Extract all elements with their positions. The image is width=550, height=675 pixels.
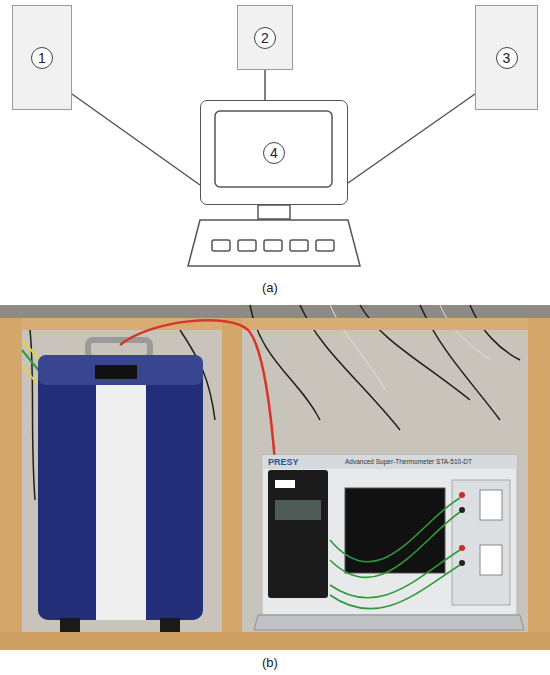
device-box: 3 xyxy=(475,5,538,110)
computer-monitor: 4 xyxy=(200,100,348,205)
connection-line xyxy=(72,94,200,185)
device-text: Advanced Super-Thermometer STA-510-DT xyxy=(345,458,472,465)
connection-line xyxy=(348,94,475,183)
device-box: 2 xyxy=(237,5,293,70)
callout-number: 2 xyxy=(254,27,276,49)
panel-label: (b) xyxy=(262,655,278,670)
connection-line xyxy=(264,70,266,100)
panel-label: (a) xyxy=(262,280,278,295)
screen-outline xyxy=(215,111,332,187)
equipment-photo xyxy=(0,305,550,650)
callout-number: 4 xyxy=(263,142,285,164)
device-text: PRESY xyxy=(268,457,299,467)
computer-base xyxy=(188,205,360,266)
callout-number: 1 xyxy=(31,47,53,69)
callout-number: 3 xyxy=(496,47,518,69)
device-box: 1 xyxy=(12,5,72,110)
